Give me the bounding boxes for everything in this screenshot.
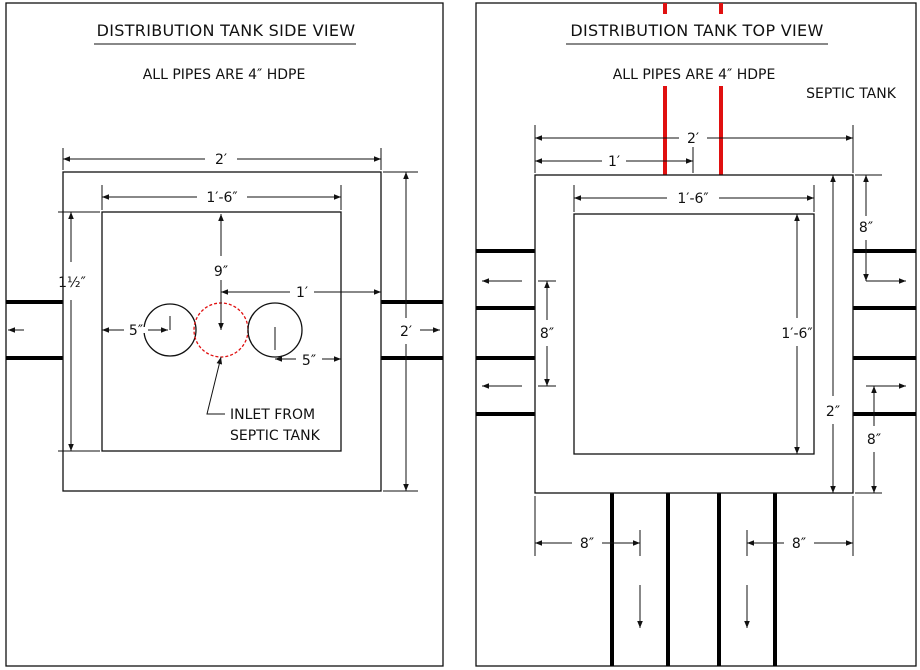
top-view-note: ALL PIPES ARE 4″ HDPE: [613, 67, 776, 83]
side-dim-inner-height: 1½″: [58, 211, 100, 452]
side-dim-outlet-span: 1′: [221, 285, 381, 301]
top-dim-half-width-label: 1′: [608, 154, 620, 170]
top-dim-inner-height: 1′-6″: [781, 213, 813, 455]
top-dim-left-pipe-spacing: 8″: [538, 280, 556, 387]
top-tank-outer-wall: [534, 174, 854, 494]
side-view-panel: DISTRIBUTION TANK SIDE VIEW ALL PIPES AR…: [5, 2, 444, 667]
top-tank-inner-wall: [573, 213, 815, 455]
side-dim-left-offset-label: 5″: [129, 323, 143, 339]
side-dim-left-offset: 5″: [102, 323, 168, 339]
side-dim-inner-height-label: 1½″: [58, 275, 86, 291]
side-tank-outer-wall: [62, 171, 382, 492]
side-dim-outlet-span-label: 1′: [296, 285, 308, 301]
top-dim-bottom-right: 8″: [746, 496, 854, 556]
side-dim-outer-width-label: 2′: [215, 152, 227, 168]
top-dim-right-top: 8″: [855, 174, 882, 281]
side-dim-inlet-depth-label: 9″: [214, 264, 228, 280]
side-view-title: DISTRIBUTION TANK SIDE VIEW: [97, 21, 356, 40]
top-dim-outer-width: 2′: [534, 125, 854, 173]
top-view-title: DISTRIBUTION TANK TOP VIEW: [570, 21, 823, 40]
top-dim-inner-height-label: 1′-6″: [781, 326, 812, 342]
top-view-frame: [475, 2, 917, 667]
side-inlet-label-line2: SEPTIC TANK: [230, 428, 321, 444]
top-view-panel: DISTRIBUTION TANK TOP VIEW ALL PIPES ARE…: [475, 2, 917, 667]
top-left-outlet-pipes: [476, 249, 535, 416]
top-dim-bottom-left: 8″: [534, 496, 641, 556]
top-inlet-pipe: [663, 3, 723, 175]
side-left-outlet-pipe: [6, 300, 63, 360]
top-dim-right-bottom-label: 8″: [867, 432, 881, 448]
side-view-note: ALL PIPES ARE 4″ HDPE: [143, 67, 306, 83]
top-dim-bottom-left-label: 8″: [580, 536, 594, 552]
side-dim-right-offset: 5″: [275, 345, 342, 370]
top-dim-half-width: 1′: [535, 147, 694, 173]
side-inlet-leader: INLET FROM SEPTIC TANK: [206, 356, 321, 444]
side-right-outlet-pipe: [381, 300, 443, 360]
top-dim-inner-width-label: 1′-6″: [677, 191, 708, 207]
top-dim-outer-width-label: 2′: [687, 131, 699, 147]
top-bottom-outlet-pipes: [610, 493, 777, 666]
top-dim-right-bottom: 8″: [855, 386, 882, 494]
side-dim-inner-width: 1′-6″: [101, 185, 342, 210]
top-right-outlet-pipes: [853, 249, 916, 416]
side-inlet-label-line1: INLET FROM: [230, 407, 315, 423]
side-dim-inner-width-label: 1′-6″: [206, 190, 237, 206]
top-dim-right-top-label: 8″: [859, 220, 873, 236]
side-dim-outer-width: 2′: [62, 148, 382, 170]
top-source-label: SEPTIC TANK: [806, 86, 897, 102]
side-view-frame: [5, 2, 444, 667]
top-dim-outer-height: 2″: [822, 174, 842, 494]
top-dim-bottom-right-label: 8″: [792, 536, 806, 552]
top-dim-outer-height-label: 2″: [826, 404, 840, 420]
side-dim-outer-height: 2′: [383, 171, 418, 492]
side-dim-right-offset-label: 5″: [302, 353, 316, 369]
side-dim-inlet-depth: 9″: [214, 214, 228, 330]
side-dim-outer-height-label: 2′: [400, 324, 412, 340]
top-dim-left-pipe-spacing-label: 8″: [540, 326, 554, 342]
top-dim-inner-width: 1′-6″: [573, 185, 815, 212]
